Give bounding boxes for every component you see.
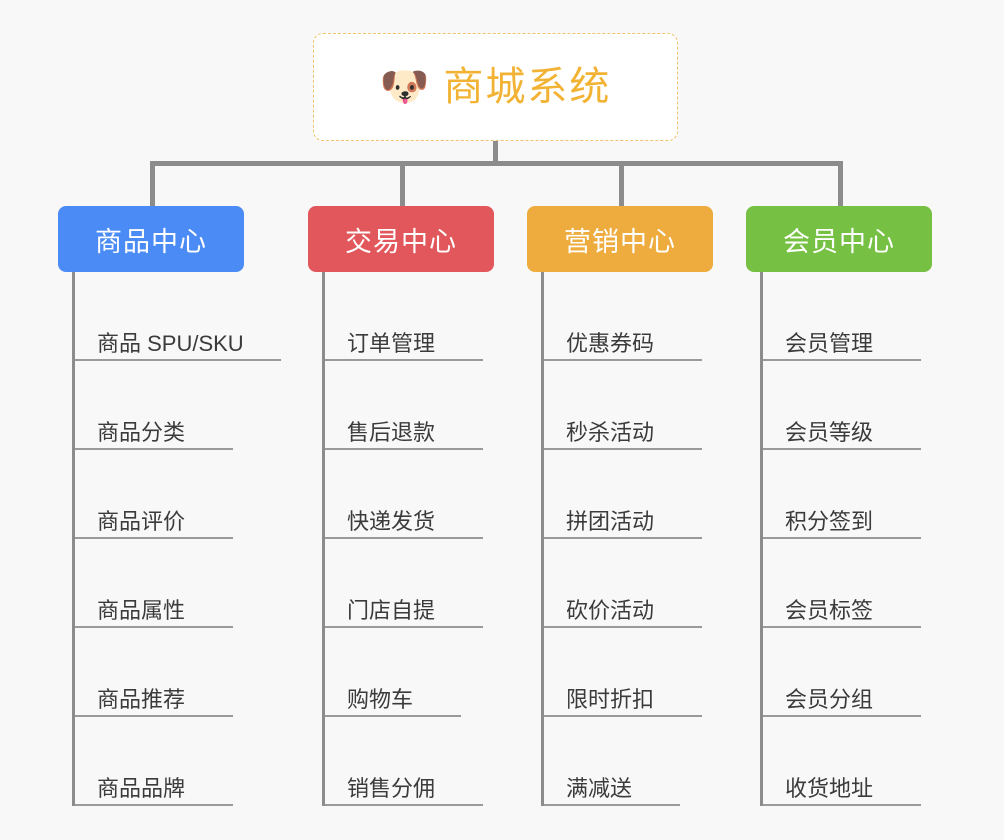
leaf-label: 优惠券码 bbox=[566, 331, 655, 356]
leaf-item[interactable]: 商品推荐 bbox=[75, 628, 258, 717]
leaf-item[interactable]: 限时折扣 bbox=[544, 628, 713, 717]
leaf-underline bbox=[763, 359, 921, 361]
leaf-item[interactable]: 会员等级 bbox=[763, 361, 932, 450]
leaf-label: 售后退款 bbox=[347, 420, 436, 445]
leaf-item[interactable]: 商品评价 bbox=[75, 450, 258, 539]
leaf-item[interactable]: 购物车 bbox=[325, 628, 494, 717]
leaf-list-marketing-center: 优惠券码 秒杀活动 拼团活动 砍价活动 限时折扣 满减送 bbox=[541, 272, 713, 806]
leaf-underline bbox=[325, 537, 483, 539]
connector-horizontal-bus bbox=[150, 161, 840, 166]
leaf-underline bbox=[75, 537, 233, 539]
leaf-label: 会员分组 bbox=[785, 687, 874, 712]
leaf-list-member-center: 会员管理 会员等级 积分签到 会员标签 会员分组 收货地址 bbox=[760, 272, 932, 806]
leaf-underline bbox=[325, 448, 483, 450]
leaf-underline bbox=[544, 626, 702, 628]
leaf-underline bbox=[325, 804, 483, 806]
leaf-underline bbox=[544, 448, 702, 450]
leaf-underline bbox=[75, 804, 233, 806]
leaf-label: 商品属性 bbox=[97, 598, 186, 623]
leaf-underline bbox=[544, 804, 680, 806]
leaf-underline bbox=[325, 359, 483, 361]
leaf-item[interactable]: 商品分类 bbox=[75, 361, 258, 450]
leaf-list-trade-center: 订单管理 售后退款 快递发货 门店自提 购物车 销售分佣 bbox=[322, 272, 494, 806]
category-label: 交易中心 bbox=[345, 226, 457, 257]
leaf-label: 商品评价 bbox=[97, 509, 186, 534]
connector-drop-trade-center bbox=[400, 161, 405, 207]
root-title: 商城系统 bbox=[443, 65, 612, 109]
leaf-label: 满减送 bbox=[566, 776, 633, 801]
leaf-item[interactable]: 会员管理 bbox=[763, 272, 932, 361]
leaf-item[interactable]: 会员标签 bbox=[763, 539, 932, 628]
branch-trade-center: 交易中心 订单管理 售后退款 快递发货 门店自提 购物车 bbox=[308, 206, 494, 806]
leaf-underline bbox=[763, 626, 921, 628]
branch-member-center: 会员中心 会员管理 会员等级 积分签到 会员标签 会员分组 bbox=[746, 206, 932, 806]
leaf-item[interactable]: 砍价活动 bbox=[544, 539, 713, 628]
leaf-label: 会员标签 bbox=[785, 598, 874, 623]
leaf-underline bbox=[763, 537, 921, 539]
leaf-underline bbox=[544, 537, 702, 539]
connector-drop-member-center bbox=[838, 161, 843, 207]
connector-drop-product-center bbox=[150, 161, 155, 207]
leaf-item[interactable]: 优惠券码 bbox=[544, 272, 713, 361]
leaf-label: 会员管理 bbox=[785, 331, 874, 356]
leaf-item[interactable]: 销售分佣 bbox=[325, 717, 494, 806]
leaf-underline bbox=[325, 715, 461, 717]
leaf-underline bbox=[75, 359, 281, 361]
leaf-label: 拼团活动 bbox=[566, 509, 655, 534]
leaf-item[interactable]: 满减送 bbox=[544, 717, 713, 806]
category-box-product-center[interactable]: 商品中心 bbox=[58, 206, 244, 272]
leaf-label: 砍价活动 bbox=[566, 598, 655, 623]
leaf-item[interactable]: 订单管理 bbox=[325, 272, 494, 361]
leaf-label: 秒杀活动 bbox=[566, 420, 655, 445]
leaf-item[interactable]: 收货地址 bbox=[763, 717, 932, 806]
leaf-item[interactable]: 拼团活动 bbox=[544, 450, 713, 539]
branch-product-center: 商品中心 商品 SPU/SKU 商品分类 商品评价 商品属性 商品推荐 bbox=[58, 206, 281, 806]
leaf-underline bbox=[544, 715, 702, 717]
leaf-label: 销售分佣 bbox=[347, 776, 436, 801]
category-box-member-center[interactable]: 会员中心 bbox=[746, 206, 932, 272]
dog-face-icon: 🐶 bbox=[379, 65, 430, 109]
leaf-underline bbox=[763, 448, 921, 450]
leaf-underline bbox=[763, 804, 921, 806]
root-node[interactable]: 🐶 商城系统 bbox=[313, 33, 678, 141]
leaf-item[interactable]: 售后退款 bbox=[325, 361, 494, 450]
leaf-underline bbox=[763, 715, 921, 717]
category-label: 商品中心 bbox=[95, 226, 207, 257]
leaf-item[interactable]: 会员分组 bbox=[763, 628, 932, 717]
leaf-label: 门店自提 bbox=[347, 598, 436, 623]
category-label: 会员中心 bbox=[783, 226, 895, 257]
leaf-label: 商品品牌 bbox=[97, 776, 186, 801]
leaf-label: 会员等级 bbox=[785, 420, 874, 445]
branch-marketing-center: 营销中心 优惠券码 秒杀活动 拼团活动 砍价活动 限时折扣 bbox=[527, 206, 713, 806]
leaf-label: 商品分类 bbox=[97, 420, 186, 445]
leaf-label: 商品推荐 bbox=[97, 687, 186, 712]
leaf-underline bbox=[75, 448, 233, 450]
leaf-label: 商品 SPU/SKU bbox=[97, 331, 244, 356]
leaf-item[interactable]: 快递发货 bbox=[325, 450, 494, 539]
leaf-item[interactable]: 门店自提 bbox=[325, 539, 494, 628]
leaf-label: 订单管理 bbox=[347, 331, 436, 356]
leaf-underline bbox=[544, 359, 702, 361]
leaf-item[interactable]: 积分签到 bbox=[763, 450, 932, 539]
leaf-underline bbox=[325, 626, 483, 628]
leaf-label: 限时折扣 bbox=[566, 687, 655, 712]
category-box-marketing-center[interactable]: 营销中心 bbox=[527, 206, 713, 272]
category-box-trade-center[interactable]: 交易中心 bbox=[308, 206, 494, 272]
leaf-underline bbox=[75, 626, 233, 628]
connector-drop-marketing-center bbox=[619, 161, 624, 207]
category-label: 营销中心 bbox=[564, 226, 676, 257]
leaf-label: 积分签到 bbox=[785, 509, 874, 534]
leaf-item[interactable]: 秒杀活动 bbox=[544, 361, 713, 450]
leaf-list-product-center: 商品 SPU/SKU 商品分类 商品评价 商品属性 商品推荐 商品品牌 bbox=[72, 272, 281, 806]
leaf-item[interactable]: 商品属性 bbox=[75, 539, 258, 628]
leaf-item[interactable]: 商品 SPU/SKU bbox=[75, 272, 281, 361]
leaf-item[interactable]: 商品品牌 bbox=[75, 717, 258, 806]
leaf-underline bbox=[75, 715, 233, 717]
leaf-label: 快递发货 bbox=[347, 509, 436, 534]
connector-root-stem bbox=[493, 141, 498, 163]
leaf-label: 购物车 bbox=[347, 687, 414, 712]
leaf-label: 收货地址 bbox=[785, 776, 874, 801]
